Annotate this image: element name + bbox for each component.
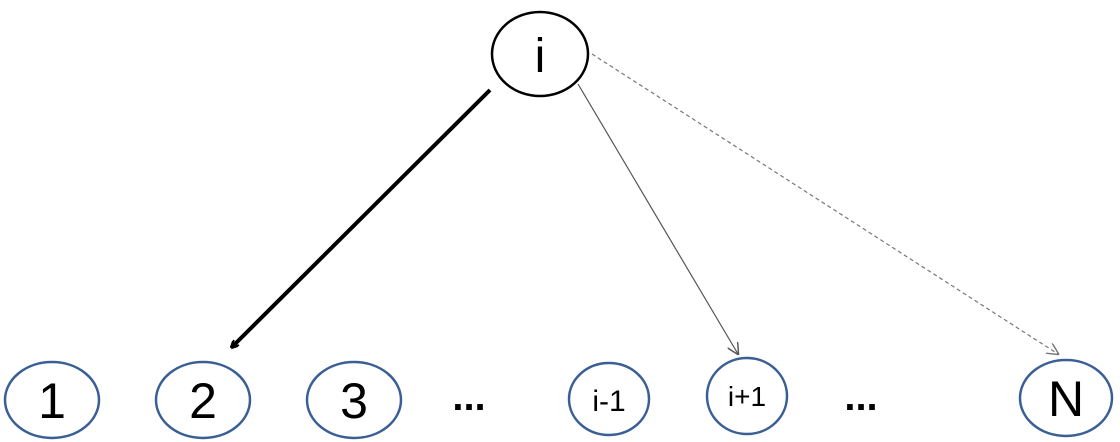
child-node-label: 2 xyxy=(189,373,217,429)
child-node-label: 1 xyxy=(38,373,66,429)
root-node-label: i xyxy=(535,30,546,83)
child-node-i-1: i-1 xyxy=(567,361,651,437)
child-node-N: N xyxy=(1018,358,1114,438)
edge-i-to-i+1 xyxy=(577,83,738,354)
child-node-i+1: i+1 xyxy=(705,356,789,436)
ellipsis-left: ... xyxy=(452,375,485,419)
edge-i-to-N xyxy=(591,53,1058,354)
root-node: i xyxy=(490,10,590,98)
child-node-label: N xyxy=(1048,371,1084,427)
ellipsis-right: ... xyxy=(844,375,877,419)
child-node-label: 3 xyxy=(340,373,368,429)
edge-i-to-2 xyxy=(232,88,492,347)
child-node-2: 2 xyxy=(154,360,252,440)
child-node-1: 1 xyxy=(3,360,101,440)
child-node-3: 3 xyxy=(305,360,403,440)
child-node-label: i+1 xyxy=(728,381,766,412)
child-node-label: i-1 xyxy=(592,385,625,418)
